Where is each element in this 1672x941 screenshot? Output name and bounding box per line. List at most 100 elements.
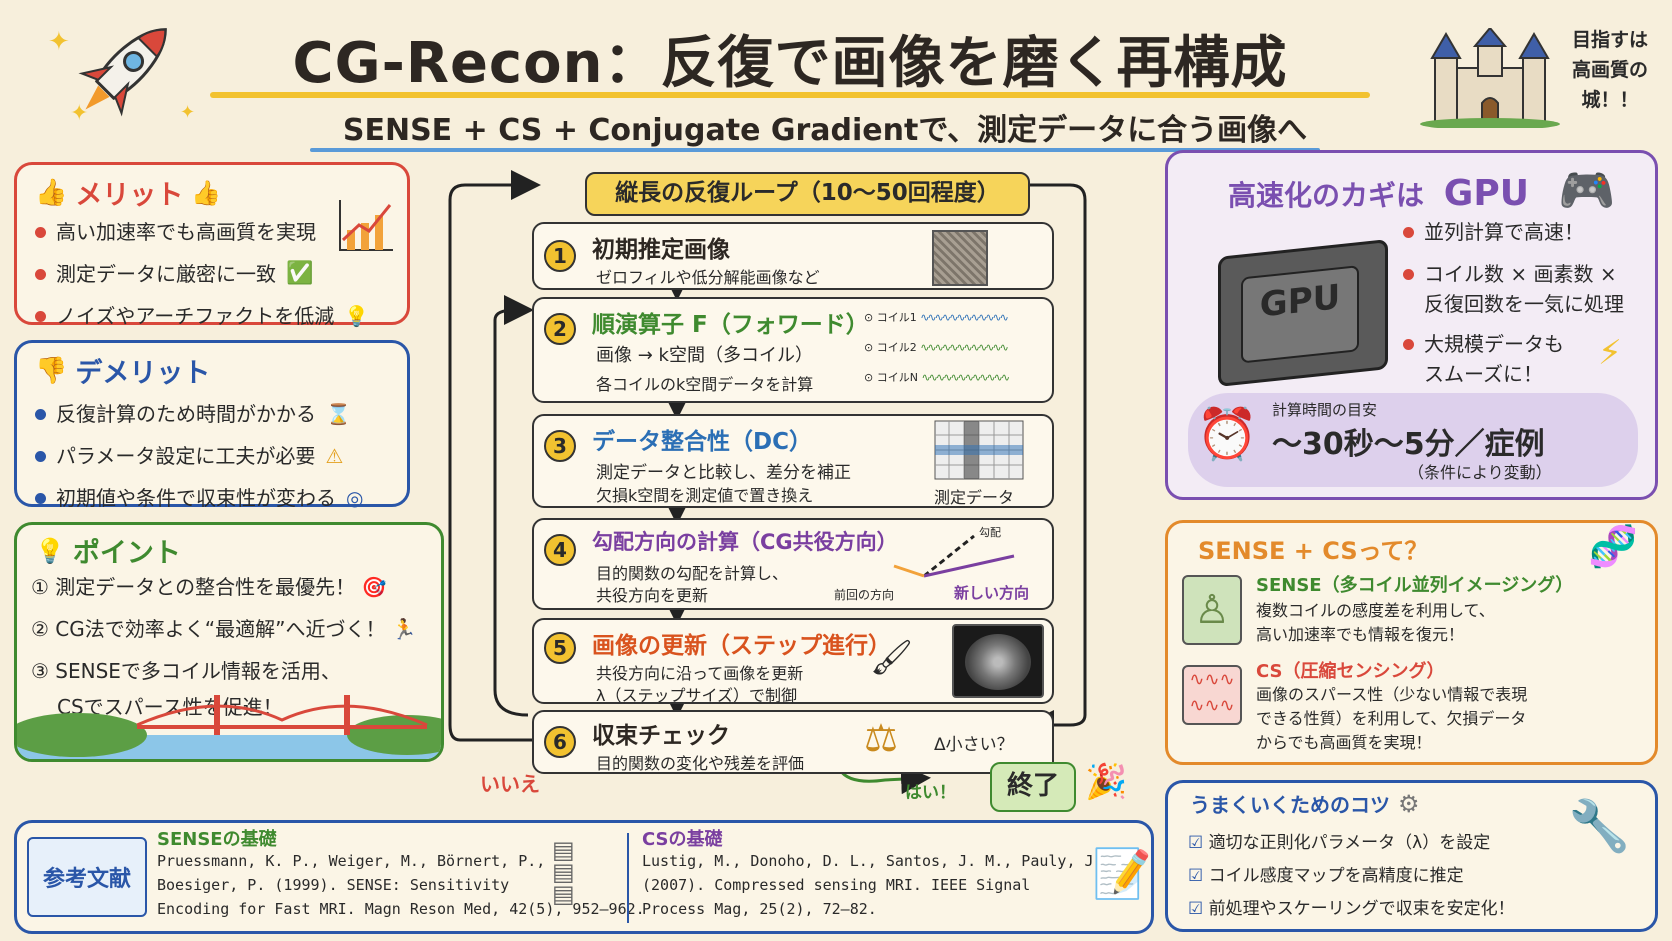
step-number: 5 <box>544 632 576 664</box>
list-item: 並列計算で高速！ <box>1403 215 1624 249</box>
checklist-pencil-icon: 📝 <box>1092 846 1152 902</box>
point-text: SENSEで多コイル情報を活用、 <box>55 659 341 683</box>
paintbrush-icon: 🖌 <box>870 638 914 678</box>
time-estimate-box: ⏰ 計算時間の目安 〜30秒〜5分／症例 （条件により変動） <box>1188 393 1638 487</box>
point-number: ③ <box>31 659 49 683</box>
sense-desc-line: 複数コイルの感度差を利用して、 <box>1256 601 1495 620</box>
loop-banner: 縦長の反復ループ（10〜50回程度） <box>585 172 1030 216</box>
list-item: パラメータ設定に工夫が必要⚠ <box>35 435 363 477</box>
kspace-grid-icon <box>934 420 1024 480</box>
tips-item-text: 適切な正則化パラメータ（λ）を設定 <box>1208 833 1491 853</box>
subtitle-underline <box>310 148 1320 152</box>
rocket-icon: ✦ ✦ ✦ <box>48 27 195 126</box>
ref-divider <box>627 833 629 923</box>
sensecs-title: SENSE + CSって？ <box>1198 537 1429 565</box>
list-item: ③ SENSEで多コイル情報を活用、 <box>31 653 417 689</box>
gpu-item-line: コイル数 × 画素数 × <box>1424 262 1617 286</box>
list-item: 反復計算のため時間がかかる⌛ <box>35 393 363 435</box>
gear-icon: ⚙ <box>1398 789 1420 818</box>
point-panel: 💡 ポイント ① 測定データとの整合性を最優先！ 🎯 ② CG法で効率よく“最適… <box>14 522 444 762</box>
demerit-panel: 👎 デメリット 反復計算のため時間がかかる⌛ パラメータ設定に工夫が必要⚠ 初期… <box>14 340 410 510</box>
ref-line: Pruessmann, K. P., Weiger, M., Börnert, … <box>157 852 546 870</box>
demerit-header: 👎 デメリット <box>35 351 210 390</box>
castle-caption-line: 城！！ <box>1581 89 1639 111</box>
coil-icon: ⊙ <box>864 371 874 384</box>
list-item: 初期値や条件で収束性が変わる◎ <box>35 477 363 519</box>
step-desc: 各コイルのk空間データを計算 <box>596 375 814 394</box>
step-number: 4 <box>544 534 576 566</box>
step-desc: 共役方向に沿って画像を更新 <box>596 664 804 683</box>
lightning-icon: ⚡ <box>1598 333 1622 373</box>
gradient-label: 勾配 <box>979 526 1001 539</box>
lightbulb-icon: 💡 <box>344 304 370 328</box>
check-circle-icon: ☑ <box>1188 833 1204 853</box>
step-title: データ整合性（DC） <box>592 429 812 455</box>
previous-direction-label: 前回の方向 <box>834 588 895 602</box>
page-title: CG-Recon：反復で画像を磨く再構成 <box>292 31 1288 96</box>
svg-text:✦: ✦ <box>48 27 70 57</box>
tips-item-text: コイル感度マップを高精度に推定 <box>1208 866 1464 886</box>
gpu-chip-icon: GPU <box>1218 239 1388 387</box>
point-number: ① <box>31 575 49 599</box>
lightbulb-icon: 💡 <box>35 536 65 565</box>
cs-desc-line: 画像のスパース性（少ない情報で表現 <box>1256 685 1528 704</box>
cs-title: CS（圧縮センシング） <box>1256 661 1445 682</box>
svg-text:✦: ✦ <box>70 101 88 126</box>
end-box: 終了 <box>990 762 1076 812</box>
cs-wave-icon: ∿∿∿∿∿∿ <box>1182 665 1242 725</box>
gpu-item-text: 並列計算で高速！ <box>1424 220 1584 244</box>
tips-item-text: 前処理やスケーリングで収束を安定化！ <box>1208 899 1515 919</box>
check-circle-icon: ☑ <box>1188 866 1204 886</box>
gpu-item-line: 反復回数を一気に処理 <box>1424 292 1624 316</box>
sensecs-panel: SENSE + CSって？ 🧬 ♙ SENSE（多コイル並列イメージング） 複数… <box>1165 520 1658 765</box>
gpu-title: 高速化のカギは GPU <box>1228 173 1529 214</box>
time-caption: 計算時間の目安 <box>1272 401 1378 419</box>
step-title: 初期推定画像 <box>592 237 730 263</box>
list-item: 測定データに厳密に一致✅ <box>35 253 369 295</box>
ref-line: (2007). Compressed sensing MRI. IEEE Sig… <box>642 876 1031 894</box>
svg-text:✦: ✦ <box>180 102 195 123</box>
sense-figure-icon: ♙ <box>1182 575 1242 645</box>
castle-caption-line: 目指すは <box>1571 29 1648 51</box>
question-label: Δ小さい？ <box>934 735 1014 755</box>
step-title: 画像の更新（ステップ進行） <box>592 633 891 659</box>
point-text: 測定データとの整合性を最優先！ <box>55 575 356 599</box>
demerit-item-text: 反復計算のため時間がかかる <box>56 402 316 426</box>
ref-cs-text: Lustig, M., Donoho, D. L., Santos, J. M.… <box>642 849 1130 921</box>
coil-label: コイル2 <box>876 341 917 354</box>
merit-item-text: 高い加速率でも高画質を実現 <box>56 220 316 244</box>
runner-icon: 🏃 <box>391 617 417 641</box>
wrench-icon: 🔧 <box>1568 797 1631 855</box>
sense-title: SENSE（多コイル並列イメージング） <box>1256 575 1574 596</box>
title-underline <box>210 92 1370 98</box>
chart-up-icon <box>339 200 393 251</box>
no-label: いいえ <box>480 772 540 796</box>
gpu-item-text: コイル数 × 画素数 × 反復回数を一気に処理 <box>1424 259 1624 319</box>
list-item: コイル数 × 画素数 × 反復回数を一気に処理 <box>1403 259 1624 319</box>
coil-label: コイルN <box>876 371 918 384</box>
list-item: ① 測定データとの整合性を最優先！ 🎯 <box>31 569 417 605</box>
castle-caption: 目指すは 高画質の 城！！ <box>1560 25 1660 115</box>
alarm-clock-icon: ⏰ <box>1196 405 1259 463</box>
tips-title: うまくいくためのコツ <box>1190 793 1390 817</box>
spiral-icon: ◎ <box>346 486 364 510</box>
gamepad-icon: 🎮 <box>1558 163 1616 217</box>
step-1: 1 初期推定画像 ゼロフィルや低分解能画像など <box>532 222 1054 290</box>
demerit-item-text: パラメータ設定に工夫が必要 <box>56 444 316 468</box>
noisy-image-icon <box>932 230 988 286</box>
references-label: 参考文献 <box>42 867 131 892</box>
references-panel: 参考文献 SENSEの基礎 Pruessmann, K. P., Weiger,… <box>14 820 1154 934</box>
direction-vectors-icon <box>893 534 1015 578</box>
point-list: ① 測定データとの整合性を最優先！ 🎯 ② CG法で効率よく“最適解”へ近づく！… <box>31 569 417 725</box>
ref-line: Encoding for Fast MRI. Magn Reson Med, 4… <box>157 900 645 918</box>
time-value: 〜30秒〜5分／症例 <box>1272 427 1545 462</box>
step-desc: 測定データと比較し、差分を補正 <box>596 463 851 483</box>
page-subtitle: SENSE + CS + Conjugate Gradientで、測定データに合… <box>342 113 1308 148</box>
ref-line: Process Mag, 25(2), 72–82. <box>642 900 877 918</box>
list-item: ノイズやアーチファクトを低減💡 <box>35 295 369 337</box>
measured-data-label: 測定データ <box>934 488 1015 507</box>
target-icon: 🎯 <box>361 575 387 599</box>
coil-row: ⊙ コイルN ∿∿∿∿∿∿∿∿∿∿∿∿ <box>864 363 1010 393</box>
scale-icon: ⚖ <box>864 716 899 760</box>
list-item: ☑ 適切な正則化パラメータ（λ）を設定 <box>1188 827 1515 860</box>
